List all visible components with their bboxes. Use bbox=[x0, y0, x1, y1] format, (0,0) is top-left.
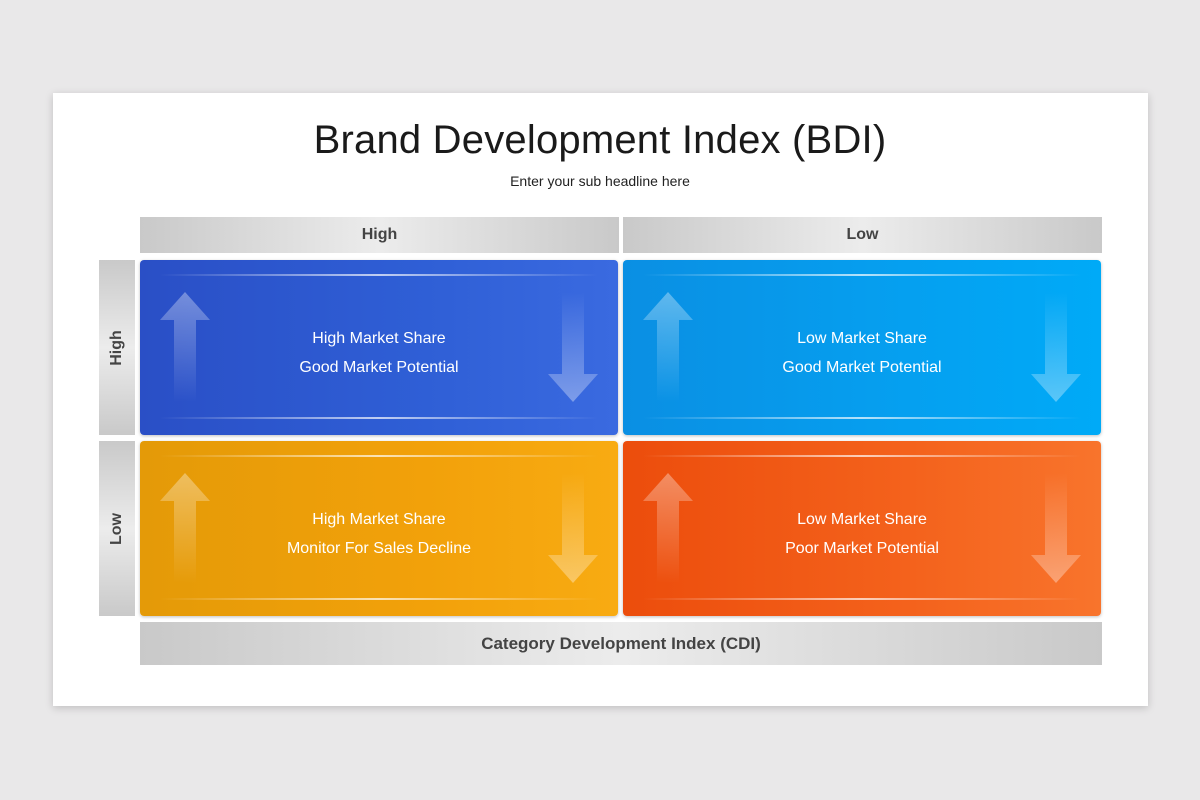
row-header-low: Low bbox=[99, 441, 135, 616]
divider-line bbox=[160, 274, 598, 276]
row-header-high-label: High bbox=[107, 329, 125, 366]
arrow-down-icon bbox=[1031, 473, 1081, 583]
arrow-up-icon bbox=[643, 473, 693, 583]
page-subtitle: Enter your sub headline here bbox=[510, 173, 690, 189]
quadrant-high-low: Low Market Share Good Market Potential bbox=[623, 260, 1101, 435]
quadrant-text: Low Market Share Poor Market Potential bbox=[623, 505, 1101, 563]
quadrant-high-high: High Market Share Good Market Potential bbox=[140, 260, 618, 435]
quadrant-line1: Low Market Share bbox=[797, 330, 927, 347]
arrow-down-icon bbox=[548, 473, 598, 583]
quadrant-low-low: Low Market Share Poor Market Potential bbox=[623, 441, 1101, 616]
page-title: Brand Development Index (BDI) bbox=[313, 118, 887, 162]
quadrant-line2: Monitor For Sales Decline bbox=[286, 540, 472, 557]
quadrant-low-high: High Market Share Monitor For Sales Decl… bbox=[140, 441, 618, 616]
quadrant-text: High Market Share Good Market Potential bbox=[140, 324, 618, 382]
quadrant-text: High Market Share Monitor For Sales Decl… bbox=[140, 505, 618, 563]
quadrant-line2: Good Market Potential bbox=[782, 359, 942, 376]
quadrant-line1: High Market Share bbox=[312, 330, 446, 347]
quadrant-line2: Poor Market Potential bbox=[785, 540, 939, 557]
arrow-down-icon bbox=[1031, 292, 1081, 402]
divider-line bbox=[160, 455, 598, 457]
arrow-up-icon bbox=[160, 473, 210, 583]
divider-line bbox=[160, 598, 598, 600]
column-header-high: High bbox=[140, 217, 619, 253]
row-header-low-label: Low bbox=[108, 512, 125, 545]
quadrant-line1: High Market Share bbox=[312, 511, 446, 528]
divider-line bbox=[643, 274, 1081, 276]
divider-line bbox=[643, 455, 1081, 457]
quadrant-line2: Good Market Potential bbox=[299, 359, 459, 376]
quadrant-text: Low Market Share Good Market Potential bbox=[623, 324, 1101, 382]
divider-line bbox=[643, 417, 1081, 419]
row-header-high: High bbox=[99, 260, 135, 435]
divider-line bbox=[643, 598, 1081, 600]
arrow-down-icon bbox=[548, 292, 598, 402]
column-header-low: Low bbox=[623, 217, 1102, 253]
divider-line bbox=[160, 417, 598, 419]
cdi-axis-label: Category Development Index (CDI) bbox=[140, 622, 1102, 665]
arrow-up-icon bbox=[643, 292, 693, 402]
quadrant-line1: Low Market Share bbox=[797, 511, 927, 528]
arrow-up-icon bbox=[160, 292, 210, 402]
